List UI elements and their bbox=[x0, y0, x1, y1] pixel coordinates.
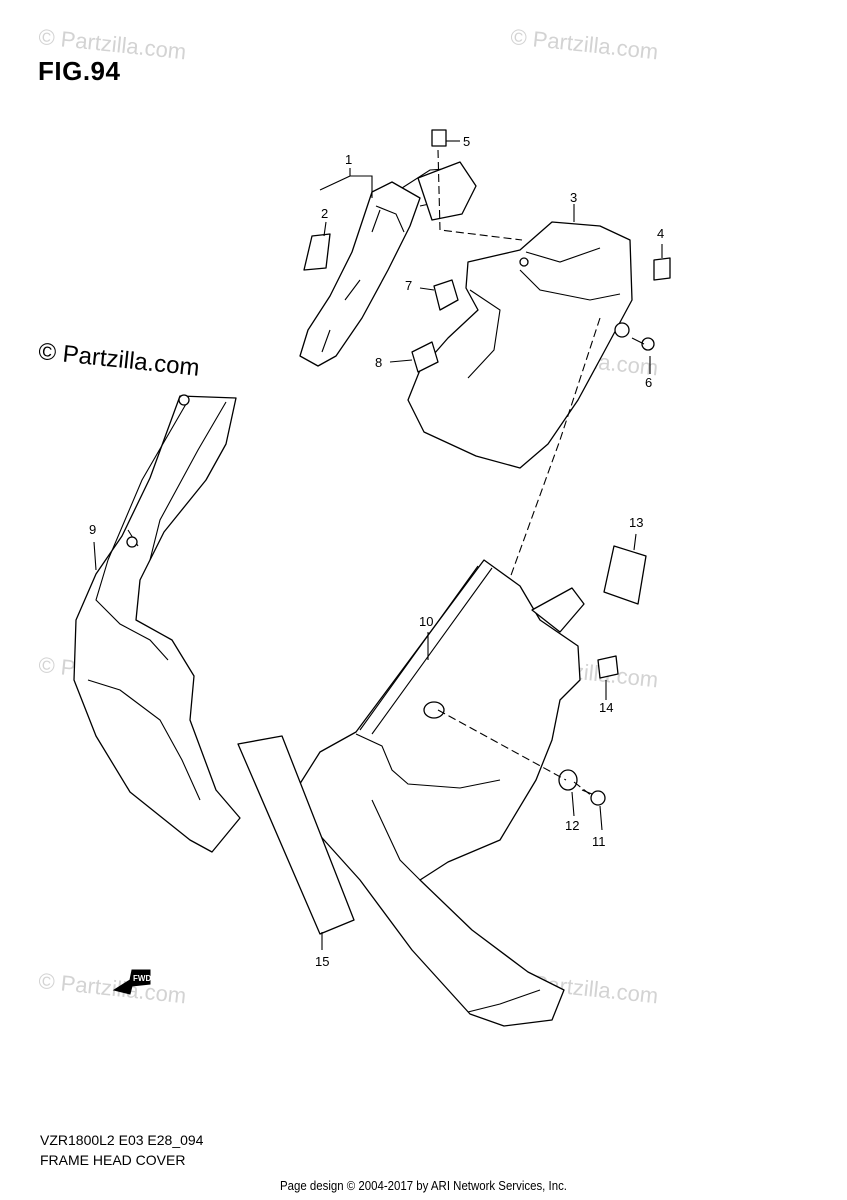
fwd-arrow-icon: FWD bbox=[112, 969, 151, 995]
part-9-left-cover[interactable] bbox=[73, 394, 241, 853]
callout-9: 9 bbox=[89, 522, 96, 537]
leader-lines bbox=[93, 140, 663, 950]
callout-12: 12 bbox=[565, 818, 579, 833]
part-6-screw[interactable] bbox=[631, 337, 655, 351]
callout-5: 5 bbox=[463, 134, 470, 149]
callout-6: 6 bbox=[645, 375, 652, 390]
model-code: VZR1800L2 E03 E28_094 bbox=[40, 1132, 204, 1148]
callout-7: 7 bbox=[405, 278, 412, 293]
part-7-pad[interactable] bbox=[433, 279, 459, 311]
part-12-grommet[interactable] bbox=[558, 769, 578, 791]
section-name: FRAME HEAD COVER bbox=[40, 1152, 186, 1168]
figure-title: FIG.94 bbox=[38, 56, 121, 86]
callout-3: 3 bbox=[570, 190, 577, 205]
callout-13: 13 bbox=[629, 515, 643, 530]
part-15-side-strip[interactable] bbox=[237, 735, 355, 935]
part-2-pad[interactable] bbox=[303, 233, 331, 271]
part-14-clip[interactable] bbox=[597, 655, 619, 679]
assembly-lines bbox=[437, 149, 601, 797]
callout-15: 15 bbox=[315, 954, 329, 969]
part-11-screw[interactable] bbox=[581, 789, 606, 806]
callout-4: 4 bbox=[657, 226, 664, 241]
part-13-pad[interactable] bbox=[603, 545, 647, 605]
callout-1: 1 bbox=[345, 152, 352, 167]
part-8-pad[interactable] bbox=[411, 341, 439, 373]
part-3-upper-cover[interactable] bbox=[407, 221, 633, 469]
fwd-label: FWD bbox=[133, 974, 151, 983]
callout-2: 2 bbox=[321, 206, 328, 221]
callout-8: 8 bbox=[375, 355, 382, 370]
part-5-clip[interactable] bbox=[417, 129, 477, 221]
part-1-bracket[interactable] bbox=[299, 167, 471, 367]
callout-10: 10 bbox=[419, 614, 433, 629]
callout-11: 11 bbox=[592, 834, 606, 849]
part-4-clip[interactable] bbox=[653, 257, 671, 281]
callout-14: 14 bbox=[599, 700, 613, 715]
part-10-main-cover[interactable] bbox=[295, 559, 585, 1027]
callout-labels: 1 2 3 4 5 6 7 8 9 10 11 12 13 14 15 bbox=[89, 134, 664, 969]
footer-copyright: Page design © 2004-2017 by ARI Network S… bbox=[280, 1178, 567, 1193]
